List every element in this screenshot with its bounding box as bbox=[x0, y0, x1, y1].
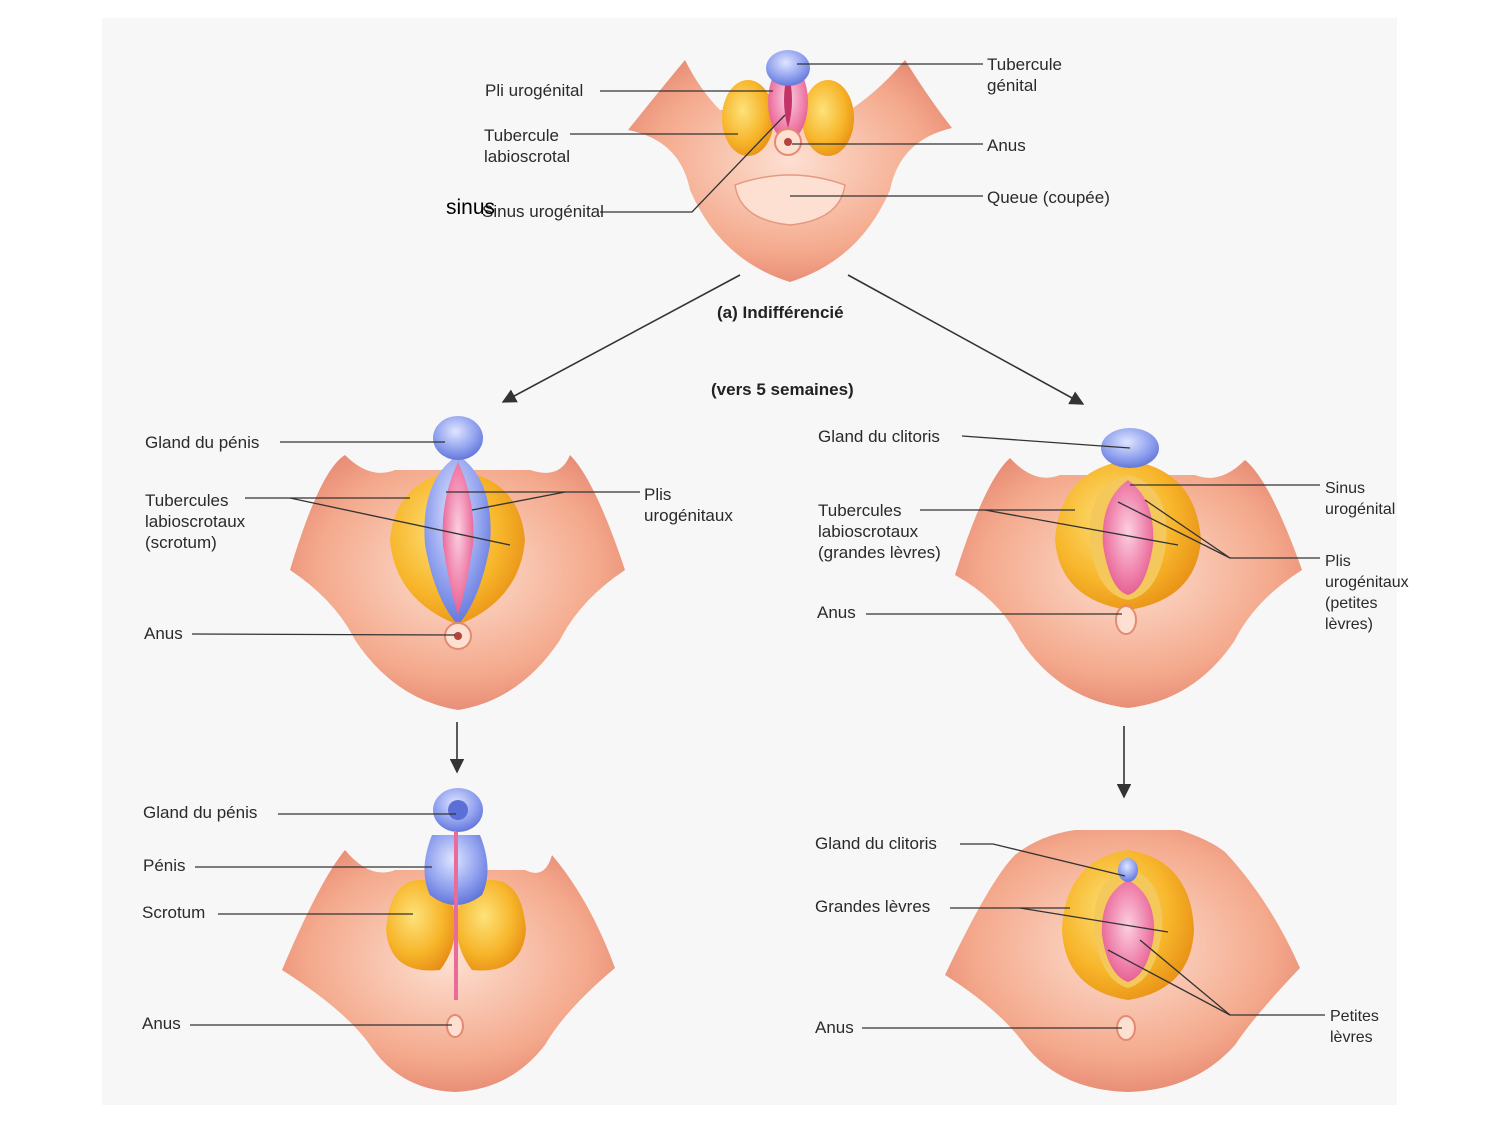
female-mid-illustration bbox=[955, 428, 1302, 708]
label-anus-male-mid: Anus bbox=[144, 624, 183, 643]
stage-a-illustration bbox=[628, 50, 952, 282]
label-pli-urogenital: Pli urogénital bbox=[485, 81, 584, 100]
label-gland-clitoris-mid: Gland du clitoris bbox=[818, 427, 940, 446]
label-anus-female-mid: Anus bbox=[817, 603, 856, 622]
label-anus-male-final: Anus bbox=[142, 1014, 181, 1033]
label-grandes-levres: Grandes lèvres bbox=[815, 897, 931, 916]
label-sinus-urogenital-female: Sinus urogénital bbox=[1325, 480, 1396, 518]
arrow-to-male bbox=[501, 274, 741, 403]
label-plis-urogenitaux-male: Plis urogénitaux bbox=[644, 485, 733, 525]
caption-semaines: (vers 5 semaines) bbox=[711, 380, 854, 399]
label-anus-a: Anus bbox=[987, 136, 1026, 155]
label-tubercules-grandes-levres: Tubercules labioscrotaux (grandes lèvres… bbox=[818, 501, 941, 562]
label-gland-penis-final: Gland du pénis bbox=[143, 803, 258, 822]
label-petites-levres: Petites lèvres bbox=[1330, 1008, 1379, 1046]
female-final-illustration bbox=[945, 830, 1300, 1092]
label-penis: Pénis bbox=[143, 856, 186, 875]
caption-indifferencie: (a) Indifférencié bbox=[717, 303, 844, 322]
label-anus-female-final: Anus bbox=[815, 1018, 854, 1037]
label-gland-clitoris-final: Gland du clitoris bbox=[815, 834, 937, 853]
male-mid-illustration bbox=[290, 416, 625, 710]
overlay-sinus-text: sinus bbox=[446, 196, 496, 219]
label-tubercule-labioscrotal: Tubercule labioscrotal bbox=[484, 126, 570, 166]
label-gland-penis-mid: Gland du pénis bbox=[145, 433, 260, 452]
label-queue: Queue (coupée) bbox=[987, 188, 1110, 207]
male-final-illustration bbox=[282, 788, 615, 1092]
leader-lines bbox=[190, 63, 1325, 1029]
label-tubercules-scrotum: Tubercules labioscrotaux (scrotum) bbox=[145, 491, 246, 552]
label-scrotum: Scrotum bbox=[142, 903, 206, 922]
label-plis-petites-levres: Plis urogénitaux (petites lèvres) bbox=[1325, 553, 1409, 633]
label-tubercule-genital: Tubercule génital bbox=[987, 55, 1062, 95]
flow-arrows bbox=[449, 274, 1132, 799]
arrow-to-female bbox=[847, 274, 1085, 405]
label-sinus-urogenital: Sinus urogénital bbox=[482, 202, 604, 221]
